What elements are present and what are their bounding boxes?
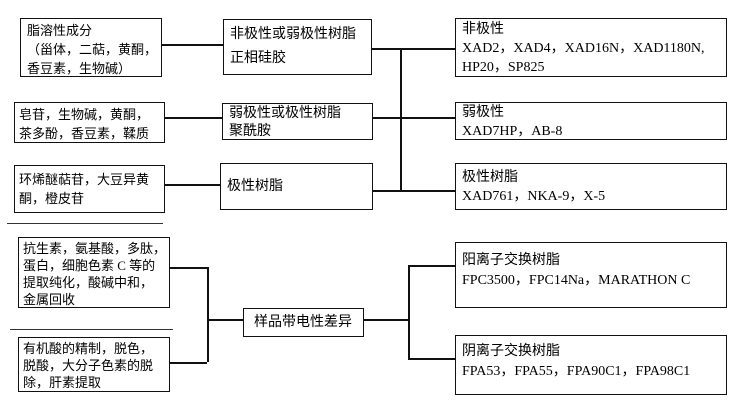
connector-lipid-to-nonpolar-resin <box>162 44 223 46</box>
node-polar-resin: 极性树脂 <box>220 163 373 210</box>
node-nonpolar-resin-list: 非极性 XAD2，XAD4，XAD16N，XAD1180N, HP20，SP82… <box>455 18 727 77</box>
connector-bracket-to-charge-box <box>207 319 243 321</box>
connector-left-bracket-vertical <box>207 267 209 362</box>
connector-right-bracket-vertical <box>408 265 410 358</box>
connector-bracket-to-anion-list <box>408 358 455 360</box>
connector-bracket-to-cation-list <box>408 265 455 267</box>
node-weakpolar-or-polar-resin: 弱极性或极性树脂 聚酰胺 <box>222 103 373 140</box>
node-saponins-alkaloids: 皂苷，生物碱，黄酮， 茶多酚，香豆素，鞣质 <box>14 102 165 143</box>
connector-polar-resin-to-list <box>373 190 455 192</box>
node-polar-resin-list: 极性树脂 XAD761，NKA-9，X-5 <box>455 163 727 210</box>
stray-rule-under-iridoid-box <box>7 223 163 224</box>
node-sample-charge-difference: 样品带电性差异 <box>243 308 364 337</box>
node-weakpolar-resin-list: 弱极性 XAD7HP，AB-8 <box>455 102 727 140</box>
connector-antibiotics-to-bracket <box>170 267 207 269</box>
connector-weakpolar-resin-to-list <box>373 117 455 119</box>
connector-nonpolar-resin-to-list <box>372 48 455 50</box>
node-lipid-soluble-components: 脂溶性成分 （甾体，二萜，黄酮， 香豆素，生物碱） <box>20 18 162 77</box>
node-iridoid-glycosides: 环烯醚萜苷，大豆异黄 酮，橙皮苷 <box>14 165 165 213</box>
connector-iridoid-to-polar-resin <box>165 184 220 186</box>
connector-top-vertical-tie <box>400 48 402 191</box>
stray-rule-under-antibiotics-box <box>10 329 173 330</box>
node-nonpolar-or-weakpolar-resin: 非极性或弱极性树脂 正相硅胶 <box>223 19 372 75</box>
node-organic-acid-refining: 有机酸的精制，脱色， 脱酸，大分子色素的脱 除，肝素提取 <box>18 337 170 392</box>
connector-organic-acid-to-bracket <box>170 362 207 364</box>
node-anion-exchange-resins: 阴离子交换树脂 FPA53，FPA55，FPA90C1，FPA98C1 <box>455 335 727 395</box>
connector-saponin-to-weakpolar-resin <box>165 117 222 119</box>
node-antibiotics-amino-acids: 抗生素，氨基酸，多肽， 蛋白，细胞色素 C 等的 提取纯化，酸碱中和， 金属回收 <box>18 237 170 308</box>
node-cation-exchange-resins: 阳离子交换树脂 FPC3500，FPC14Na，MARATHON C <box>455 242 727 308</box>
connector-charge-box-to-bracket <box>364 319 408 321</box>
